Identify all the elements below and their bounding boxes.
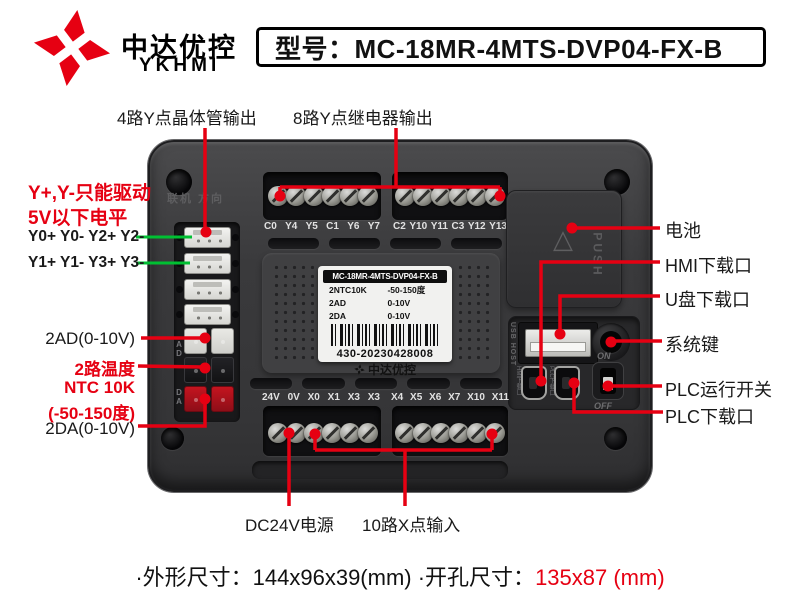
y-row2-label: Y1+ Y1- Y3+ Y3- <box>28 254 145 271</box>
screw-terminal <box>304 186 324 206</box>
side-letters-ad: A D <box>176 340 182 359</box>
callout-temp-3: (-50-150度) <box>48 404 135 423</box>
y-output-connector-4 <box>184 304 231 325</box>
screw-terminal <box>340 186 360 206</box>
device-imprint: 联机 方向 <box>167 193 225 205</box>
y-output-connector-1 <box>184 227 231 248</box>
screw-terminal <box>268 423 288 443</box>
screw-terminal <box>431 423 451 443</box>
battery-push-label: PUSH <box>590 232 605 278</box>
plc-port-label: PLC下载口 <box>548 366 554 396</box>
screw-terminal <box>358 423 378 443</box>
callout-temp-2: NTC 10K <box>64 378 135 397</box>
screw-hole <box>604 427 627 450</box>
callout-dc24v: DC24V电源 <box>245 516 334 535</box>
screw-terminal <box>395 423 415 443</box>
sticker-logo-icon <box>354 364 365 375</box>
callout-plc-port: PLC下载口 <box>665 407 755 427</box>
system-button <box>600 331 622 353</box>
sticker-spec-row: 2AD 0-10V <box>329 298 411 309</box>
callout-x-input: 10路X点输入 <box>362 516 461 535</box>
usb-host-label: USB HOST <box>509 322 516 367</box>
warning-line1: Y+,Y-只能驱动 <box>28 183 151 204</box>
terminal-labels-bottom-left: 24V 0V X0 X1 X3 X3 <box>262 392 380 403</box>
screw-hole <box>161 427 184 450</box>
model-bar: 型号：MC-18MR-4MTS-DVP04-FX-B <box>256 27 766 67</box>
model-label: 型号：MC-18MR-4MTS-DVP04-FX-B <box>275 33 723 64</box>
bottom-recess <box>252 461 508 479</box>
outer-dimension-text: ·外形尺寸：144x96x39(mm) <box>135 565 412 590</box>
ntc-connector <box>211 357 234 383</box>
side-letters-da: D A <box>176 388 182 407</box>
terminal-labels-top-right: C2 Y10 Y11 C3 Y12 Y13 <box>393 221 507 232</box>
y-row1-label: Y0+ Y0- Y2+ Y2- <box>28 228 145 245</box>
screw-terminal <box>322 423 342 443</box>
screw-terminal <box>304 423 324 443</box>
vent-slots-bottom <box>250 378 503 389</box>
y-output-connector-3 <box>184 279 231 300</box>
callout-system-key: 系统键 <box>665 335 719 355</box>
switch-off-label: OFF <box>594 401 612 411</box>
screw-hole <box>166 169 192 195</box>
sticker-barcode <box>331 324 439 347</box>
warning-line2: 5V以下电平 <box>28 208 128 229</box>
screw-terminal <box>449 423 469 443</box>
screw-terminal <box>485 423 505 443</box>
hole-dimension-value: 135x87 (mm) <box>535 565 665 590</box>
y-output-connector-2 <box>184 253 231 274</box>
callout-transistor-output: 4路Y点晶体管输出 <box>117 109 257 128</box>
screw-terminal <box>268 186 288 206</box>
callout-2da: 2DA(0-10V) <box>45 419 135 438</box>
battery-triangle-icon: △ <box>553 224 573 254</box>
ntc-connector <box>184 357 207 383</box>
callout-hmi-port: HMI下载口 <box>665 256 752 276</box>
callout-relay-output: 8路Y点继电器输出 <box>293 109 433 128</box>
sticker-title: MC-18MR-4MTS-DVP04-FX-B <box>323 270 447 283</box>
screw-terminal <box>413 423 433 443</box>
plc-run-switch <box>592 362 624 400</box>
screw-terminal <box>322 186 342 206</box>
vent-slots-top <box>268 238 502 249</box>
vent-dot-grid <box>272 263 314 363</box>
sticker-spec-row: 2NTC10K -50-150度 <box>329 285 426 295</box>
screw-terminal <box>467 423 487 443</box>
sticker-brand-row: 中达优控 <box>323 361 447 378</box>
terminal-labels-bottom-right: X4 X5 X6 X7 X10 X11 <box>391 392 509 403</box>
screw-terminal <box>340 423 360 443</box>
screw-terminal <box>286 423 306 443</box>
label-sticker: MC-18MR-4MTS-DVP04-FX-B 2NTC10K -50-150度… <box>318 266 452 377</box>
dimension-footer: ·外形尺寸：144x96x39(mm) ·开孔尺寸：135x87 (mm) <box>135 565 665 590</box>
da-connector <box>211 386 234 412</box>
callout-2ad: 2AD(0-10V) <box>45 329 135 348</box>
callout-run-switch: PLC运行开关 <box>665 380 773 400</box>
screw-terminal <box>467 186 487 206</box>
screw-terminal <box>358 186 378 206</box>
sticker-serial: 430-20230428008 <box>336 348 434 361</box>
vent-dot-grid <box>456 263 494 363</box>
screw-terminal <box>395 186 415 206</box>
screw-terminal <box>485 186 505 206</box>
hmi-download-port <box>521 366 547 400</box>
da-connector <box>184 386 207 412</box>
terminal-labels-top-left: C0 Y4 Y5 C1 Y6 Y7 <box>264 221 380 232</box>
brand-name: 中达优控 <box>121 33 237 63</box>
screw-terminal <box>286 186 306 206</box>
screw-terminal <box>449 186 469 206</box>
callout-usb-port: U盘下载口 <box>665 290 750 310</box>
hmi-port-label: HMI下载口 <box>515 366 521 395</box>
brand-logo-icon <box>33 9 111 87</box>
callout-temp-1: 2路温度 <box>74 360 135 379</box>
plc-download-port <box>554 366 580 400</box>
callout-battery: 电池 <box>665 221 701 241</box>
switch-on-label: ON <box>597 351 611 361</box>
sticker-spec-row: 2DA 0-10V <box>329 311 411 322</box>
ad-connector <box>211 328 234 354</box>
screw-terminal <box>413 186 433 206</box>
ad-connector <box>184 328 207 354</box>
screw-terminal <box>431 186 451 206</box>
usb-a-port <box>518 322 598 364</box>
brand-subtitle: YKHMI <box>139 55 221 76</box>
